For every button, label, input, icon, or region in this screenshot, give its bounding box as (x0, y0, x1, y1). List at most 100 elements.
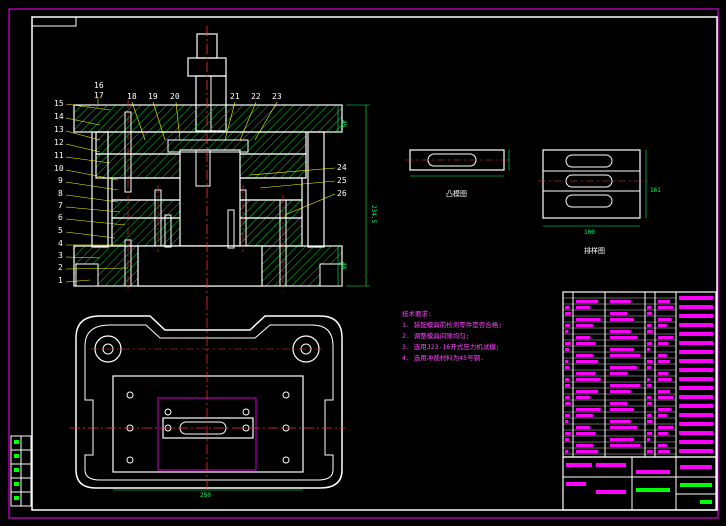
strip-width-dim: 100 (584, 229, 595, 236)
note-item: 1. 装配模具前检测零件是否合格; (402, 320, 502, 329)
table-cell-text-block (610, 384, 641, 387)
table-cell-text-block (647, 366, 651, 369)
table-cell-text-block (565, 330, 569, 333)
table-cell-text-block (565, 396, 570, 399)
table-cell-text-block (610, 372, 628, 375)
table-cell-text-block (658, 450, 670, 453)
part-label: 22 (251, 92, 261, 101)
title-block-text-block (679, 440, 713, 444)
table-cell-text-block (647, 432, 653, 435)
table-cell-text-block (610, 354, 641, 357)
upper-thickness-dim: 45 (340, 120, 347, 128)
title-block-text-block (679, 332, 713, 336)
table-cell-text-block (647, 420, 653, 423)
table-cell-text-block (565, 414, 571, 417)
table-cell-text-block (647, 438, 651, 441)
table-cell-text-block (658, 336, 674, 339)
table-cell-text-block (610, 366, 638, 369)
title-block-text-block (679, 386, 713, 390)
title-block-text-block (679, 395, 713, 399)
side-height-dim: 161 (650, 187, 661, 194)
part-label: 15 (54, 99, 64, 108)
table-cell-text-block (658, 324, 667, 327)
table-cell-text-block (610, 426, 638, 429)
part-label: 11 (54, 151, 64, 160)
part-label: 25 (337, 176, 347, 185)
strip-view-caption: 排样图 (584, 246, 605, 255)
table-cell-text-block (576, 360, 599, 363)
title-block-text-block (679, 404, 713, 408)
title-block-text-block (700, 500, 712, 504)
part-label: 19 (148, 92, 158, 101)
table-cell-text-block (647, 396, 651, 399)
title-block-text-block (680, 483, 712, 487)
table-cell-text-block (610, 330, 631, 333)
table-cell-text-block (576, 426, 591, 429)
table-cell-text-block (658, 354, 667, 357)
table-cell-text-block (576, 432, 596, 435)
table-cell-text-block (647, 450, 653, 453)
part-label: 23 (272, 92, 282, 101)
part-labels-top: 16 17 18 19 20 21 22 23 (94, 81, 282, 101)
part-label: 4 (58, 239, 63, 248)
total-height-dim: 234.5 (370, 205, 377, 223)
title-block-text-block (679, 305, 713, 309)
part-labels-right: 24 25 26 (337, 163, 347, 198)
part-label: 14 (54, 112, 64, 121)
table-cell-text-block (565, 402, 571, 405)
plan-view: 250 (70, 300, 345, 499)
table-cell-text-block (647, 324, 652, 327)
table-cell-text-block (576, 342, 596, 345)
table-cell-text-block (576, 408, 601, 411)
table-cell-text-block (576, 336, 591, 339)
revision-block (10, 435, 32, 507)
part-label: 8 (58, 189, 63, 198)
table-cell-text-block (610, 318, 634, 321)
main-section-view (65, 26, 370, 300)
table-cell-text-block (610, 402, 628, 405)
table-cell-text-block (610, 420, 631, 423)
table-cell-text-block (565, 306, 570, 309)
table-cell-text-block (658, 396, 674, 399)
part-label: 21 (230, 92, 240, 101)
part-label: 17 (94, 91, 104, 100)
table-cell-text-block (610, 300, 631, 303)
technical-notes: 技术要求: 1. 装配模具前检测零件是否合格; 2. 调整模具间隙均匀; 3. … (402, 309, 502, 362)
table-cell-text-block (658, 390, 670, 393)
table-cell-text-block (610, 390, 631, 393)
part-label: 26 (337, 189, 347, 198)
part-label: 6 (58, 213, 63, 222)
parts-list-table (562, 291, 717, 511)
note-item: 3. 选用J23-16开式压力机试模; (402, 342, 500, 351)
table-cell-text-block (576, 414, 593, 417)
part-labels-left: 15 14 13 12 11 10 9 8 7 6 5 4 3 2 1 (54, 99, 64, 285)
table-cell-text-block (565, 438, 569, 441)
table-cell-text-block (576, 300, 599, 303)
title-block-text-block (636, 470, 670, 474)
title-block-text-block (596, 463, 626, 467)
table-cell-text-block (647, 414, 652, 417)
table-cell-text-block (576, 318, 601, 321)
note-item: 2. 调整模具间隙均匀; (402, 331, 470, 340)
punch-view-caption: 凸模图 (446, 189, 467, 198)
table-cell-text-block (658, 360, 670, 363)
part-label: 7 (58, 201, 63, 210)
part-label: 3 (58, 251, 63, 260)
table-cell-text-block (658, 426, 674, 429)
table-cell-text-block (576, 354, 593, 357)
table-cell-text-block (658, 342, 669, 345)
table-cell-text-block (658, 306, 674, 309)
title-block-text-block (679, 449, 713, 453)
table-cell-text-block (647, 342, 653, 345)
table-cell-text-block (565, 378, 569, 381)
table-cell-text-block (610, 312, 628, 315)
table-cell-text-block (576, 396, 591, 399)
table-cell-text-block (647, 402, 653, 405)
table-cell-text-block (576, 306, 591, 309)
table-cell-text-block (565, 366, 570, 369)
title-block-text-block (596, 490, 626, 494)
table-cell-text-block (565, 342, 571, 345)
title-block-text-block (679, 350, 713, 354)
table-cell-text-block (658, 414, 667, 417)
